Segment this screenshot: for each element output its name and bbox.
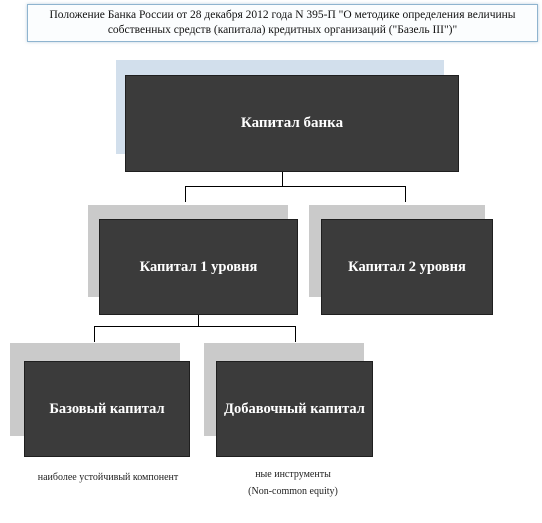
- connector-to-base: [94, 326, 95, 342]
- document-title-text: Положение Банка России от 28 декабря 201…: [49, 9, 516, 36]
- base-caption: наиболее устойчивый компонент: [18, 472, 198, 484]
- tier2-node-label: Капитал 2 уровня: [348, 258, 466, 275]
- connector-tier1-down: [198, 315, 199, 326]
- connector-to-tier1: [185, 186, 186, 202]
- additional-caption-line1: ные инструменты: [255, 469, 331, 480]
- connector-root-down: [282, 172, 283, 187]
- connector-sub-bar: [94, 326, 296, 327]
- base-node: Базовый капитал: [24, 361, 190, 457]
- document-title: Положение Банка России от 28 декабря 201…: [27, 4, 538, 42]
- connector-to-tier2: [405, 186, 406, 202]
- base-node-label: Базовый капитал: [49, 400, 165, 417]
- base-caption-text: наиболее устойчивый компонент: [37, 472, 179, 483]
- additional-caption-line2: (Non-common equity): [248, 486, 338, 497]
- tier1-node-label: Капитал 1 уровня: [139, 258, 258, 275]
- connector-tier-bar: [185, 186, 406, 187]
- additional-node-label: Добавочный капитал: [224, 400, 365, 417]
- root-node-label: Капитал банка: [240, 115, 344, 131]
- additional-node: Добавочный капитал: [216, 361, 373, 457]
- tier1-node: Капитал 1 уровня: [99, 219, 298, 315]
- root-node: Капитал банка: [125, 75, 459, 172]
- additional-caption: ные инструменты (Non-common equity): [218, 469, 368, 498]
- tier2-node: Капитал 2 уровня: [321, 219, 493, 315]
- connector-to-additional: [295, 326, 296, 342]
